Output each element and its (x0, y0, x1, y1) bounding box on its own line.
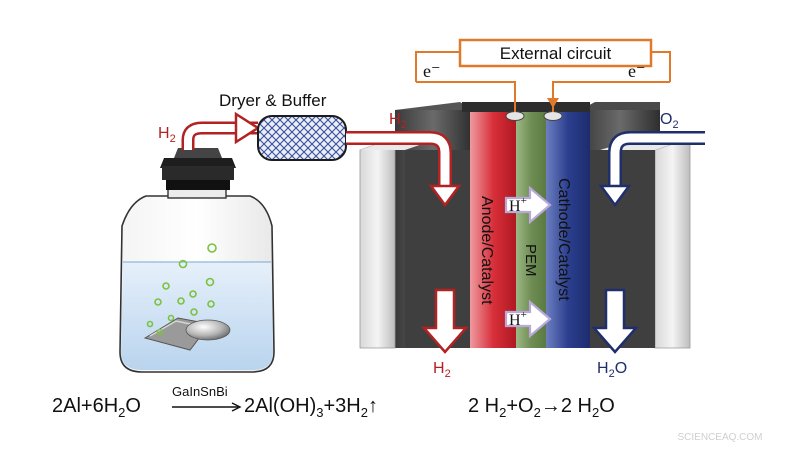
dryer-buffer (257, 115, 347, 161)
proton-arrow-2 (504, 299, 552, 339)
cathode-layer (546, 112, 590, 348)
h2-inlet-arrow (346, 131, 462, 208)
dryer-label: Dryer & Buffer (219, 91, 327, 110)
external-circuit (415, 38, 671, 112)
circuit-arrow-head (547, 98, 559, 108)
h2o-outlet-arrow (591, 288, 639, 354)
o2-inlet-label: O2 (660, 111, 679, 131)
h2o-outlet-label: H2O (597, 360, 627, 380)
proton-arrow-1 (504, 185, 552, 225)
pipe-bottle-to-dryer (181, 111, 261, 150)
h2-inlet-label: H2 (389, 111, 407, 131)
electron-left-label: e⁻ (423, 61, 441, 81)
bottle-stopper (160, 148, 236, 190)
reaction-bottle (119, 148, 275, 373)
proton-label-2: H+ (509, 309, 527, 329)
cathode-label: Cathode/Catalyst (555, 178, 572, 301)
h2-outlet-label: H2 (433, 360, 451, 380)
reaction-arrow-head (231, 402, 242, 412)
o2-inlet-arrow (598, 131, 705, 208)
reaction2: 2 H2+O2→2 H2O (468, 395, 615, 420)
h2-outlet-arrow (421, 288, 469, 354)
equation-2: 2 H2+O2→2 H2O (468, 395, 615, 420)
cathode-terminal (543, 111, 563, 121)
watermark: SCIENCEAQ.COM (677, 432, 762, 443)
liquid-metal-droplet (185, 319, 231, 341)
electron-right-label: e⁻ (628, 61, 646, 81)
water-level (121, 262, 273, 370)
reaction1-lhs: 2Al+6H2O (52, 395, 141, 420)
h2-arrow-head-1 (234, 111, 261, 145)
proton-label-1: H+ (509, 195, 527, 215)
reaction1-rhs: 2Al(OH)3+3H2↑ (244, 395, 378, 420)
bottle-h2-label: H2 (158, 125, 176, 145)
external-circuit-label: External circuit (500, 44, 612, 63)
anode-label: Anode/Catalyst (478, 196, 495, 305)
catalyst-label: GaInSnBi (172, 384, 228, 399)
pem-label: PEM (522, 244, 539, 277)
anode-layer (470, 112, 516, 348)
hydrogen-bubbles (146, 243, 217, 336)
equation-1: 2Al+6H2O GaInSnBi 2Al(OH)3+3H2↑ (52, 384, 378, 420)
external-circuit-box (458, 38, 653, 68)
anode-terminal (505, 111, 525, 121)
fuel-cell-stack (359, 102, 691, 349)
